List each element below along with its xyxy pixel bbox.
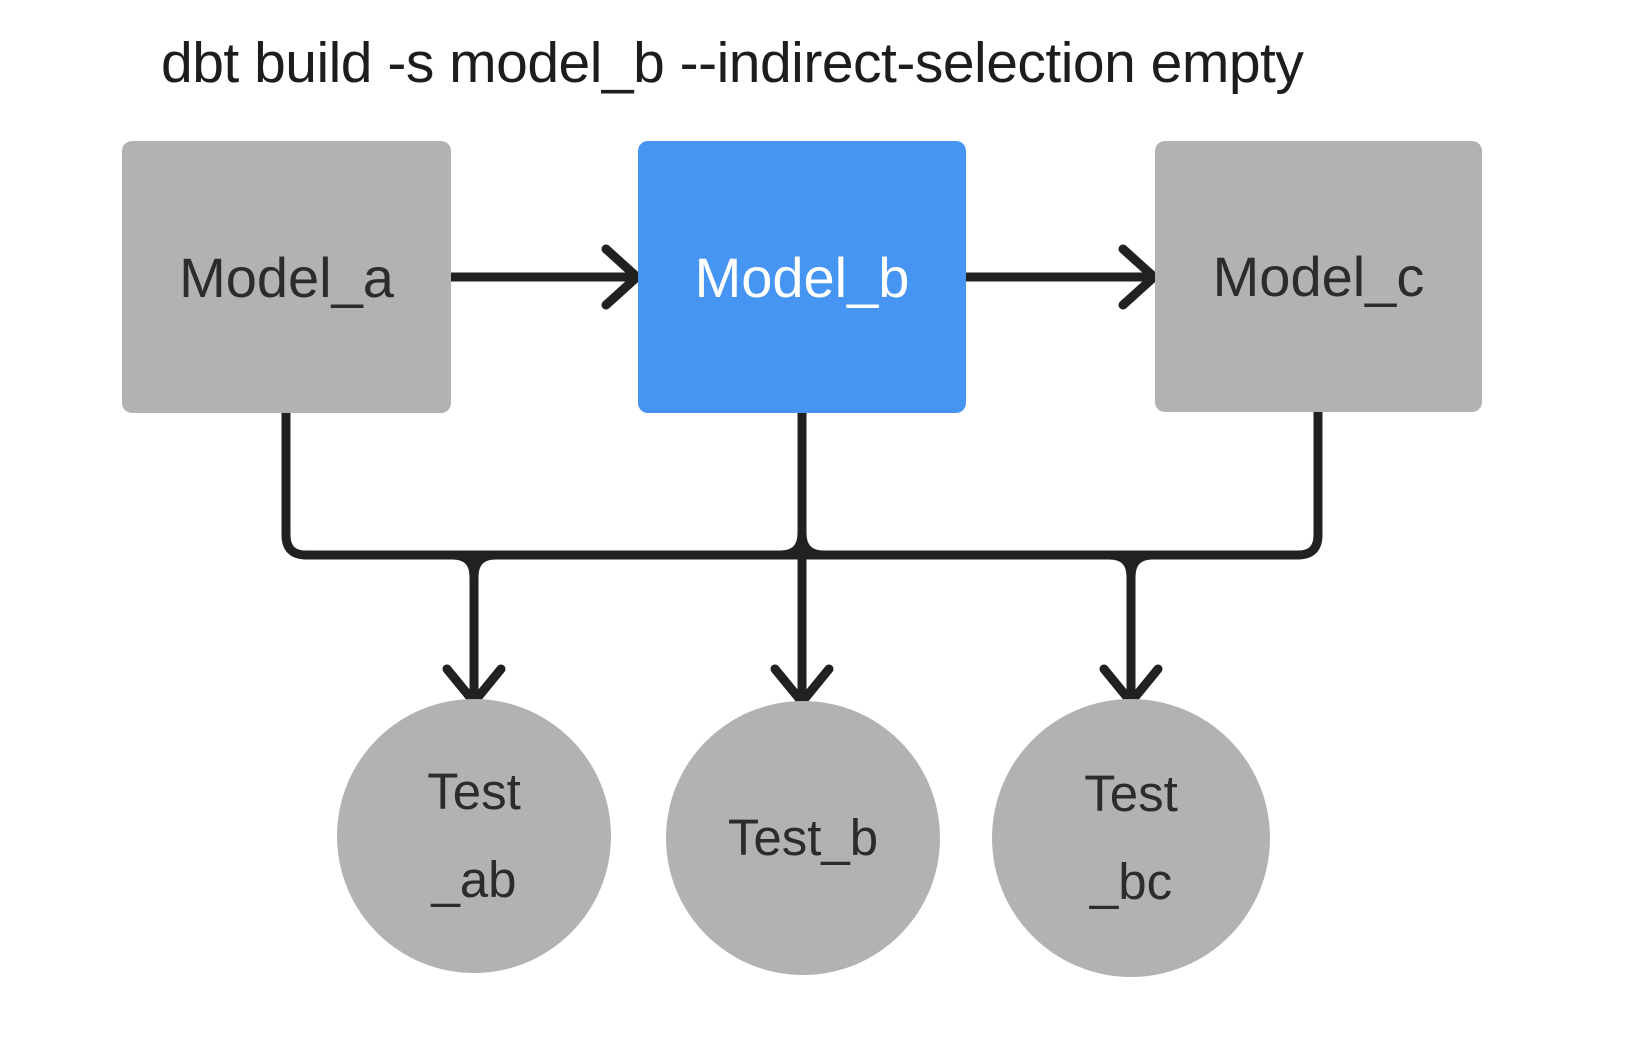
diagram-title: dbt build -s model_b --indirect-selectio… [161, 31, 1304, 95]
node-test-bc: Test _bc [992, 699, 1270, 977]
arrowhead-model_b [601, 244, 642, 310]
node-test-bc-label-line2: _bc [1089, 853, 1173, 910]
node-model-a: Model_a [122, 141, 451, 413]
node-test-bc-label-line1: Test [1084, 765, 1178, 823]
fillet-test_ab-right [469, 550, 501, 582]
node-model-c: Model_c [1155, 141, 1482, 412]
node-model-b: Model_b [638, 141, 966, 413]
node-test-ab: Test _ab [337, 699, 611, 973]
node-test-b-label: Test_b [727, 809, 879, 867]
node-test-ab-label-line1: Test [427, 763, 521, 821]
node-model-a-label: Model_a [179, 245, 394, 309]
fillet-model_b-right [797, 528, 829, 560]
node-model-b-label: Model_b [694, 245, 910, 309]
arrowhead-model_c [1118, 244, 1159, 310]
node-model-c-label: Model_c [1212, 245, 1425, 308]
node-test-ab-label-line2: _ab [431, 851, 517, 908]
fillet-test_bc-right [1126, 550, 1158, 582]
node-test-b: Test_b [666, 701, 940, 975]
